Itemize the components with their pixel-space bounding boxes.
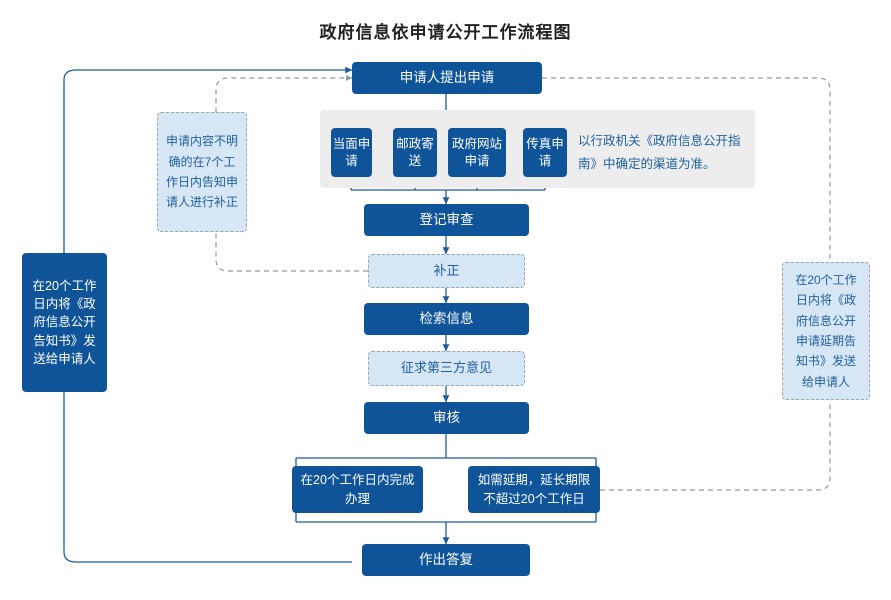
channel-fax[interactable]: 传真申请 (523, 128, 567, 177)
node-extension-allowed[interactable]: 如需延期，延长期限不超过20个工作日 (468, 466, 600, 513)
channel-postal[interactable]: 邮政寄送 (393, 128, 437, 177)
channel-in-person[interactable]: 当面申请 (331, 128, 372, 177)
annotation-supplement-note: 申请内容不明确的在7个工作日内告知申请人进行补正 (157, 112, 247, 232)
annotation-notice-delivery-box[interactable]: 在20个工作日内将《政府信息公开告知书》发送给申请人 (22, 253, 107, 392)
node-start[interactable]: 申请人提出申请 (352, 62, 542, 94)
channel-band-note: 以行政机关《政府信息公开指南》中确定的渠道为准。 (578, 134, 741, 171)
node-third-party-opinion[interactable]: 征求第三方意见 (368, 351, 525, 386)
node-complete-within-20-days[interactable]: 在20个工作日内完成办理 (292, 466, 423, 513)
page-title: 政府信息依申请公开工作流程图 (319, 23, 572, 42)
node-register-review[interactable]: 登记审查 (364, 204, 529, 236)
node-retrieve-information[interactable]: 检索信息 (364, 303, 529, 335)
channel-gov-website[interactable]: 政府网站申请 (448, 128, 506, 177)
node-review[interactable]: 审核 (364, 402, 529, 434)
node-supplement[interactable]: 补正 (368, 254, 525, 288)
node-final-reply[interactable]: 作出答复 (362, 544, 530, 576)
annotation-extension-notice-box: 在20个工作日内将《政府信息公开申请延期告知书》发送给申请人 (782, 262, 870, 400)
